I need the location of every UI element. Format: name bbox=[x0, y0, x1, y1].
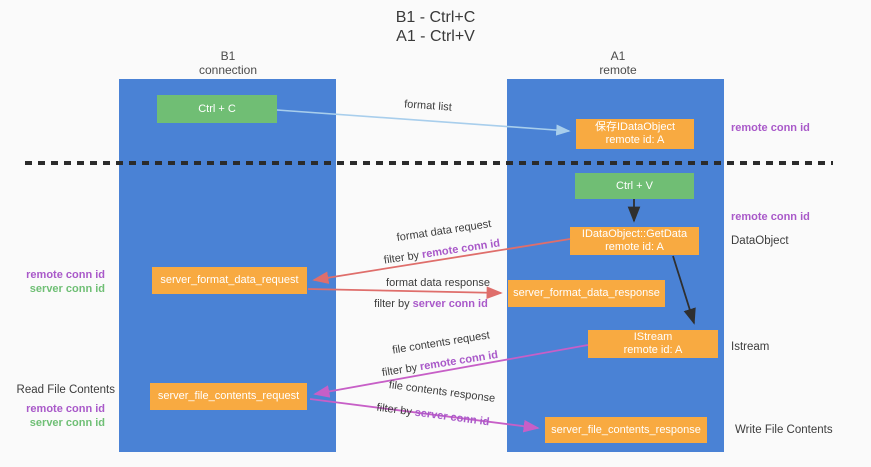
title-line-2: A1 - Ctrl+V bbox=[396, 28, 475, 45]
node-getdata-line2: remote id: A bbox=[605, 241, 664, 253]
node-server-file-contents-request: server_file_contents_request bbox=[150, 383, 307, 410]
remote-conn-id-text: remote conn id bbox=[421, 237, 501, 261]
lifeline-header-b1: B1 connection bbox=[168, 49, 288, 77]
label-file-contents-response: file contents response bbox=[388, 379, 496, 405]
node-idataobject-getdata: IDataObject::GetData remote id: A bbox=[570, 227, 699, 255]
filter-by-text: filter by bbox=[383, 249, 420, 267]
node-file-response-label: server_file_contents_response bbox=[551, 423, 701, 436]
annotation-server-conn-id-left-1: server conn id bbox=[29, 283, 105, 295]
filter-by-text: filter by bbox=[381, 361, 419, 380]
node-save-dataobject-line1: 保存IDataObject bbox=[594, 121, 676, 133]
node-file-request-label: server_file_contents_request bbox=[157, 390, 300, 402]
lifeline-a1-role: remote bbox=[599, 63, 637, 77]
node-save-dataobject-line2: remote id: A bbox=[605, 134, 665, 146]
node-ctrl-v: Ctrl + V bbox=[575, 173, 694, 199]
lifeline-b1-name: B1 bbox=[220, 49, 236, 63]
node-ctrl-c-label: Ctrl + C bbox=[198, 102, 236, 115]
server-conn-id-text: server conn id bbox=[414, 406, 491, 429]
annotation-istream: Istream bbox=[731, 341, 770, 353]
annotation-read-file-contents: Read File Contents bbox=[16, 384, 115, 396]
diagram-title: B1 - Ctrl+C A1 - Ctrl+V bbox=[0, 8, 871, 46]
lifeline-b1-role: connection bbox=[198, 63, 258, 77]
filter-by-text: filter by bbox=[375, 401, 413, 419]
node-ctrl-v-label: Ctrl + V bbox=[616, 179, 653, 192]
label-format-list: format list bbox=[403, 98, 453, 114]
node-istream-line1: IStream bbox=[633, 331, 673, 343]
annotation-dataobject: DataObject bbox=[731, 235, 789, 247]
node-istream: IStream remote id: A bbox=[588, 330, 718, 358]
node-format-response-label: server_format_data_response bbox=[513, 287, 660, 299]
annotation-remote-conn-id-mid: remote conn id bbox=[731, 211, 810, 223]
annotation-write-file-contents: Write File Contents bbox=[735, 424, 833, 436]
phase-separator-dashed-line bbox=[25, 161, 833, 165]
node-format-request-label: server_format_data_request bbox=[160, 274, 299, 286]
annotation-remote-conn-id-left-1: remote conn id bbox=[26, 269, 105, 281]
lifeline-a1-name: A1 bbox=[610, 49, 626, 63]
node-istream-line2: remote id: A bbox=[623, 344, 683, 356]
node-server-format-data-response: server_format_data_response bbox=[508, 280, 665, 307]
annotation-server-conn-id-left-2: server conn id bbox=[29, 417, 105, 429]
node-server-format-data-request: server_format_data_request bbox=[152, 267, 307, 294]
label-filter-by-server-2: filter byserver conn id bbox=[376, 402, 490, 429]
server-conn-id-text: server conn id bbox=[412, 298, 488, 310]
remote-conn-id-text: remote conn id bbox=[419, 348, 499, 374]
title-line-1: B1 - Ctrl+C bbox=[395, 9, 476, 26]
annotation-remote-conn-id-top: remote conn id bbox=[731, 122, 810, 134]
label-format-data-response: format data response bbox=[386, 277, 490, 289]
arrow-format-data-response bbox=[307, 286, 503, 300]
node-server-file-contents-response: server_file_contents_response bbox=[545, 417, 707, 443]
node-save-dataobject: 保存IDataObject remote id: A bbox=[576, 119, 694, 149]
lifeline-header-a1: A1 remote bbox=[558, 49, 678, 77]
node-getdata-line1: IDataObject::GetData bbox=[581, 228, 688, 240]
node-ctrl-c: Ctrl + C bbox=[157, 95, 277, 123]
filter-by-text: filter by bbox=[374, 298, 410, 310]
annotation-remote-conn-id-left-2: remote conn id bbox=[26, 403, 105, 415]
